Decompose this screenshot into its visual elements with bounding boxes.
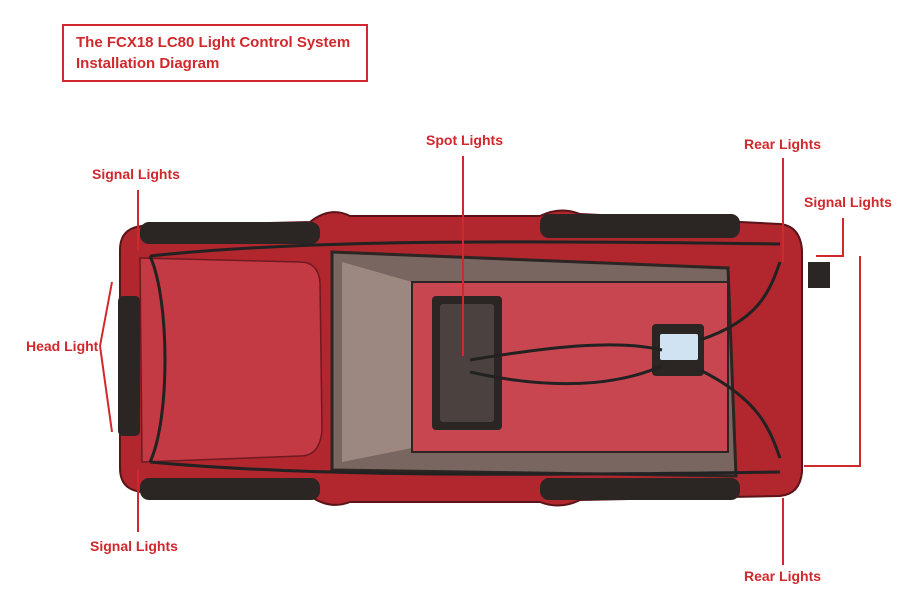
diagram-title-box: The FCX18 LC80 Light Control System Inst… — [62, 24, 368, 82]
diagram-title-line2: Installation Diagram — [76, 55, 220, 72]
label-spot-lights: Spot Lights — [426, 132, 503, 148]
diagram-title-line1: The FCX18 LC80 Light Control System — [76, 34, 351, 51]
callout-lines — [99, 156, 861, 565]
label-head-light: Head Light — [26, 338, 99, 354]
label-signal-lights-bottom-left: Signal Lights — [90, 538, 178, 554]
label-signal-lights-top-left: Signal Lights — [92, 166, 180, 182]
label-rear-lights-bottom: Rear Lights — [744, 568, 822, 584]
label-signal-lights-right: Signal Lights — [804, 194, 892, 210]
label-rear-lights-top: Rear Lights — [744, 136, 822, 152]
